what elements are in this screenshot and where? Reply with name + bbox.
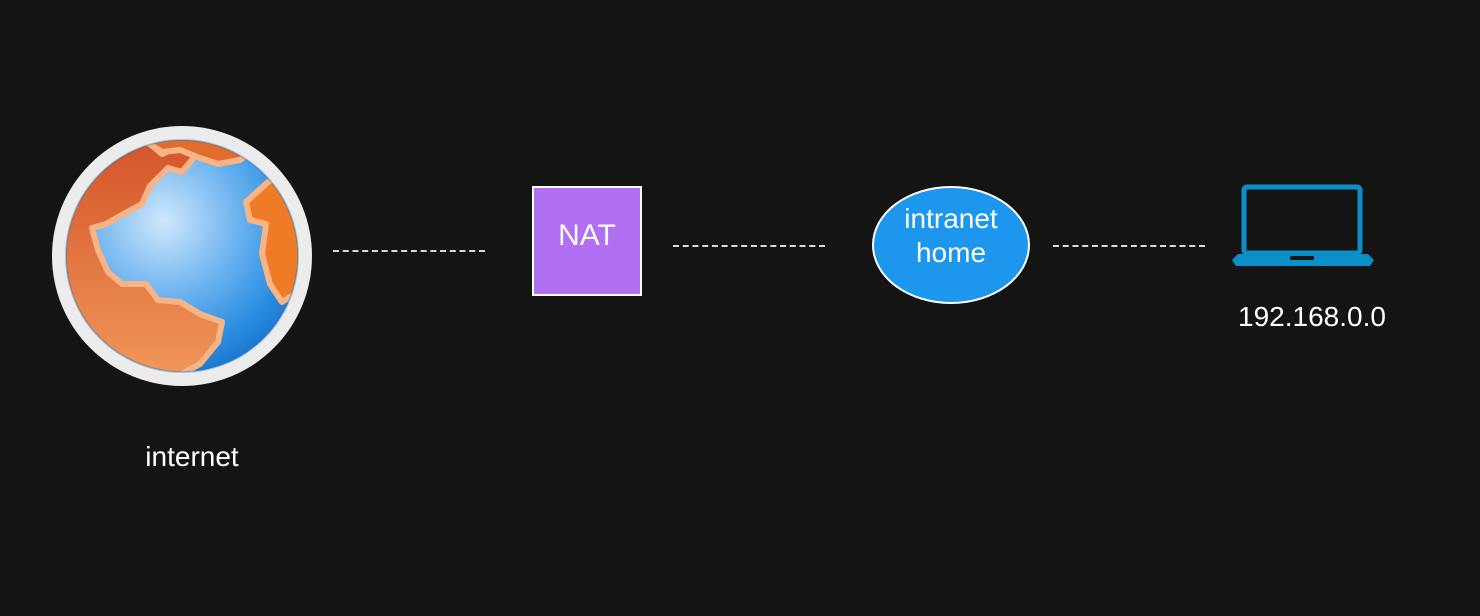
laptop-label: 192.168.0.0	[1238, 301, 1386, 332]
nat-label: NAT	[558, 219, 616, 252]
intranet-node: intranet home	[872, 186, 1030, 304]
nat-node: NAT	[532, 186, 642, 296]
dashed-connector	[333, 250, 485, 252]
intranet-label-line2: home	[915, 237, 987, 268]
globe-icon	[52, 126, 312, 386]
intranet-label-line1: intranet	[904, 203, 998, 234]
laptop-icon	[1232, 184, 1374, 266]
dashed-connector	[1053, 245, 1205, 247]
dashed-connector	[673, 245, 825, 247]
internet-label: internet	[145, 441, 239, 472]
